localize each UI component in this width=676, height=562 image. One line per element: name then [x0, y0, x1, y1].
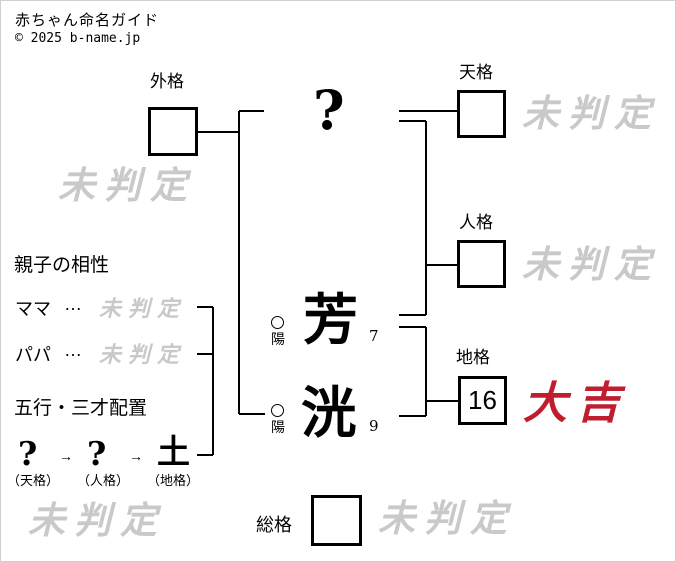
- mama-result-watermark: 未判定: [99, 296, 187, 322]
- jinkaku-result-watermark: 未判定: [522, 242, 660, 286]
- tenkaku-result-watermark: 未判定: [522, 91, 660, 135]
- chikaku-result-luck: 大吉: [523, 378, 629, 429]
- papa-dots: …: [64, 340, 84, 360]
- gogyo-arrow-icon: →: [129, 448, 143, 464]
- chikaku-value-box: 16: [458, 376, 507, 425]
- mama-label: ママ: [15, 299, 51, 319]
- site-title: 赤ちゃん命名ガイド: [15, 12, 160, 29]
- tenkaku-value-box: [457, 90, 506, 138]
- gaikaku-result-watermark: 未判定: [58, 163, 196, 207]
- char2-yinyang-circle-icon: [271, 404, 284, 417]
- char2-stroke-count: 9: [369, 417, 379, 435]
- gogyo-heading: 五行・三才配置: [14, 398, 148, 419]
- jinkaku-label: 人格: [459, 213, 493, 232]
- gogyo-chikaku-sublabel: （地格）: [147, 473, 200, 488]
- gogyo-arrow-icon: →: [59, 448, 73, 464]
- char2-kanji: 洸: [301, 380, 357, 445]
- gaikaku-label: 外格: [150, 72, 184, 91]
- copyright-text: © 2025 b-name.jp: [15, 31, 141, 46]
- gogyo-tenkaku-element: ?: [18, 434, 38, 473]
- papa-result-watermark: 未判定: [99, 342, 187, 368]
- char2-yinyang-label: 陽: [271, 419, 285, 435]
- gaikaku-value-box: [148, 107, 198, 156]
- mama-dots: …: [64, 294, 84, 314]
- gogyo-chikaku-element: 土: [157, 432, 190, 471]
- char1-kanji: 芳: [303, 287, 359, 352]
- papa-label: パパ: [15, 345, 51, 365]
- soukaku-value-box: [311, 495, 362, 546]
- soukaku-result-watermark: 未判定: [378, 496, 516, 540]
- chikaku-label: 地格: [456, 348, 490, 367]
- gogyo-tenkaku-sublabel: （天格）: [7, 473, 60, 488]
- surname-placeholder: ?: [313, 78, 345, 142]
- soukaku-label: 総格: [256, 515, 292, 535]
- char1-stroke-count: 7: [369, 327, 379, 345]
- oyako-heading: 親子の相性: [14, 255, 110, 276]
- gogyo-result-watermark: 未判定: [28, 498, 166, 542]
- tenkaku-label: 天格: [459, 63, 493, 82]
- char1-yinyang-circle-icon: [271, 316, 284, 329]
- gogyo-jinkaku-element: ?: [87, 434, 107, 473]
- char1-yinyang-label: 陽: [271, 331, 285, 347]
- gogyo-jinkaku-sublabel: （人格）: [77, 473, 130, 488]
- jinkaku-value-box: [457, 240, 506, 288]
